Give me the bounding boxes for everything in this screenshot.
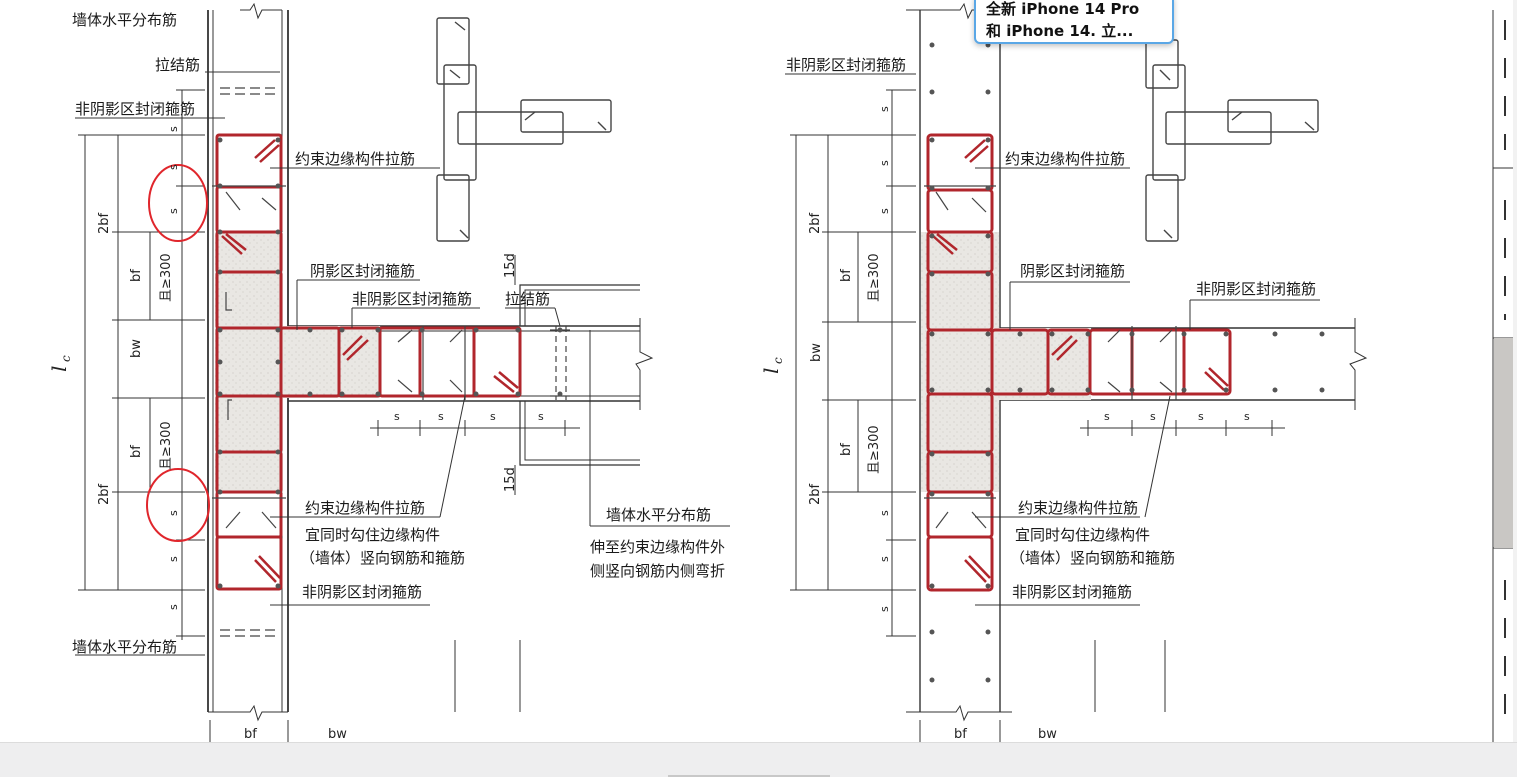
label-non-shadow-hoop-bottom: 非阴影区封闭箍筋 — [302, 583, 422, 601]
right-label-edge-tie-note-1: 宜同时勾住边缘构件 — [1015, 526, 1150, 544]
right-tie-bars — [924, 185, 1177, 529]
svg-text:2bf: 2bf — [97, 483, 112, 505]
svg-text:且≥300: 且≥300 — [867, 253, 882, 302]
label-extend-note-1: 伸至约束边缘构件外 — [590, 538, 725, 556]
right-stirrup-sketch — [1145, 39, 1319, 242]
svg-text:s: s — [538, 410, 544, 423]
svg-text:且≥300: 且≥300 — [159, 253, 174, 302]
left-hook-marks — [221, 139, 519, 583]
right-label-edge-tie-note-2: （墙体）竖向钢筋和箍筋 — [1010, 549, 1175, 567]
label-edge-tie-note-1: 宜同时勾住边缘构件 — [305, 526, 440, 544]
right-dimension-lines — [785, 73, 1320, 637]
label-wall-horizontal-right: 墙体水平分布筋 — [606, 506, 711, 524]
svg-text:s: s — [878, 106, 891, 112]
svg-text:s: s — [167, 126, 180, 132]
svg-text:bf: bf — [839, 269, 854, 282]
svg-text:bw: bw — [129, 339, 144, 358]
right-figure: 非阴影区封闭箍筋 约束边缘构件拉筋 阴影区封闭箍筋 非阴影区封闭箍筋 约束边缘构… — [759, 2, 1368, 742]
svg-text:s: s — [167, 208, 180, 214]
svg-text:l: l — [759, 368, 783, 374]
right-label-non-shadow-hoop-mid: 非阴影区封闭箍筋 — [1196, 280, 1316, 298]
svg-text:bw: bw — [328, 727, 347, 742]
svg-text:l: l — [47, 366, 71, 372]
svg-text:2bf: 2bf — [808, 212, 823, 234]
svg-text:s: s — [878, 510, 891, 516]
svg-text:s: s — [167, 556, 180, 562]
svg-text:bf: bf — [954, 727, 967, 742]
right-label-edge-tie-bottom: 约束边缘构件拉筋 — [1018, 499, 1138, 517]
label-edge-tie-top: 约束边缘构件拉筋 — [295, 150, 415, 168]
svg-text:15d: 15d — [503, 467, 518, 492]
svg-text:且≥300: 且≥300 — [159, 421, 174, 470]
label-shadow-hoop: 阴影区封闭箍筋 — [310, 262, 415, 280]
svg-text:s: s — [878, 208, 891, 214]
annotation-circle-top — [148, 164, 208, 242]
label-edge-tie-bottom: 约束边缘构件拉筋 — [305, 499, 425, 517]
label-wall-horizontal-bottom: 墙体水平分布筋 — [72, 638, 177, 656]
left-tie-bars — [212, 87, 570, 637]
tooltip-line-1: 全新 iPhone 14 Pro — [986, 0, 1140, 18]
label-tie-bar-top: 拉结筋 — [155, 56, 200, 74]
svg-text:bf: bf — [244, 727, 257, 742]
svg-text:s: s — [394, 410, 400, 423]
product-tooltip[interactable]: 全新 iPhone 14 Pro 和 iPhone 14. 立... — [974, 0, 1174, 44]
svg-text:bf: bf — [129, 445, 144, 458]
left-labels: 墙体水平分布筋 拉结筋 非阴影区封闭箍筋 约束边缘构件拉筋 阴影区封闭箍筋 非阴… — [72, 11, 725, 656]
svg-text:s: s — [167, 510, 180, 516]
left-dimension-texts: s s s s s s 2bf 2bf bf bf 且≥300 且≥300 bw… — [47, 126, 544, 742]
svg-text:c: c — [771, 357, 785, 364]
right-dimension-texts: s s s s s s 2bf 2bf bf bf 且≥300 且≥300 bw… — [759, 106, 1250, 742]
svg-text:bf: bf — [129, 269, 144, 282]
svg-text:bf: bf — [839, 443, 854, 456]
right-red-hoops — [926, 133, 1232, 592]
left-annotation-circles — [146, 164, 210, 542]
right-label-edge-tie-top: 约束边缘构件拉筋 — [1005, 150, 1125, 168]
svg-text:15d: 15d — [503, 253, 518, 278]
right-labels: 非阴影区封闭箍筋 约束边缘构件拉筋 阴影区封闭箍筋 非阴影区封闭箍筋 约束边缘构… — [786, 56, 1316, 601]
svg-text:s: s — [1104, 410, 1110, 423]
rebar-detail-drawing: 墙体水平分布筋 拉结筋 非阴影区封闭箍筋 约束边缘构件拉筋 阴影区封闭箍筋 非阴… — [47, 2, 1517, 742]
left-rebar-dots — [217, 137, 563, 589]
right-label-non-shadow-hoop-top: 非阴影区封闭箍筋 — [786, 56, 906, 74]
image-viewer: 墙体水平分布筋 拉结筋 非阴影区封闭箍筋 约束边缘构件拉筋 阴影区封闭箍筋 非阴… — [47, 0, 1517, 742]
svg-text:bw: bw — [809, 343, 824, 362]
annotation-circle-bottom — [146, 468, 210, 542]
label-non-shadow-hoop-mid: 非阴影区封闭箍筋 — [352, 290, 472, 308]
svg-text:s: s — [878, 606, 891, 612]
label-tie-bar-mid: 拉结筋 — [505, 290, 550, 308]
left-figure: 墙体水平分布筋 拉结筋 非阴影区封闭箍筋 约束边缘构件拉筋 阴影区封闭箍筋 非阴… — [47, 2, 730, 742]
svg-text:s: s — [1198, 410, 1204, 423]
svg-text:且≥300: 且≥300 — [867, 425, 882, 474]
label-edge-tie-note-2: （墙体）竖向钢筋和箍筋 — [300, 549, 465, 567]
svg-text:2bf: 2bf — [808, 483, 823, 505]
right-wall-outline — [906, 2, 1368, 742]
svg-text:s: s — [1244, 410, 1250, 423]
label-wall-horizontal-top: 墙体水平分布筋 — [72, 11, 177, 29]
bottom-toolbar — [0, 742, 1517, 777]
right-page-edge — [1492, 10, 1517, 742]
left-dimension-lines — [75, 71, 730, 712]
left-shadow-zone — [215, 232, 380, 493]
svg-text:s: s — [878, 556, 891, 562]
svg-text:c: c — [59, 355, 73, 362]
svg-text:s: s — [490, 410, 496, 423]
svg-text:2bf: 2bf — [97, 212, 112, 234]
svg-text:s: s — [1150, 410, 1156, 423]
right-label-non-shadow-hoop-bottom: 非阴影区封闭箍筋 — [1012, 583, 1132, 601]
svg-text:s: s — [878, 160, 891, 166]
right-shadow-zone — [921, 232, 1091, 492]
svg-text:s: s — [167, 164, 180, 170]
right-rebar-dots — [929, 42, 1325, 683]
right-hook-marks — [932, 139, 1229, 583]
left-stirrup-sketch — [436, 17, 612, 242]
svg-text:s: s — [167, 604, 180, 610]
label-non-shadow-hoop-top: 非阴影区封闭箍筋 — [75, 100, 195, 118]
right-label-shadow-hoop: 阴影区封闭箍筋 — [1020, 262, 1125, 280]
svg-text:bw: bw — [1038, 727, 1057, 742]
tooltip-line-2: 和 iPhone 14. 立... — [986, 22, 1134, 40]
vertical-scrollbar[interactable] — [1513, 0, 1517, 742]
svg-text:s: s — [438, 410, 444, 423]
label-extend-note-2: 侧竖向钢筋内侧弯折 — [590, 562, 725, 580]
